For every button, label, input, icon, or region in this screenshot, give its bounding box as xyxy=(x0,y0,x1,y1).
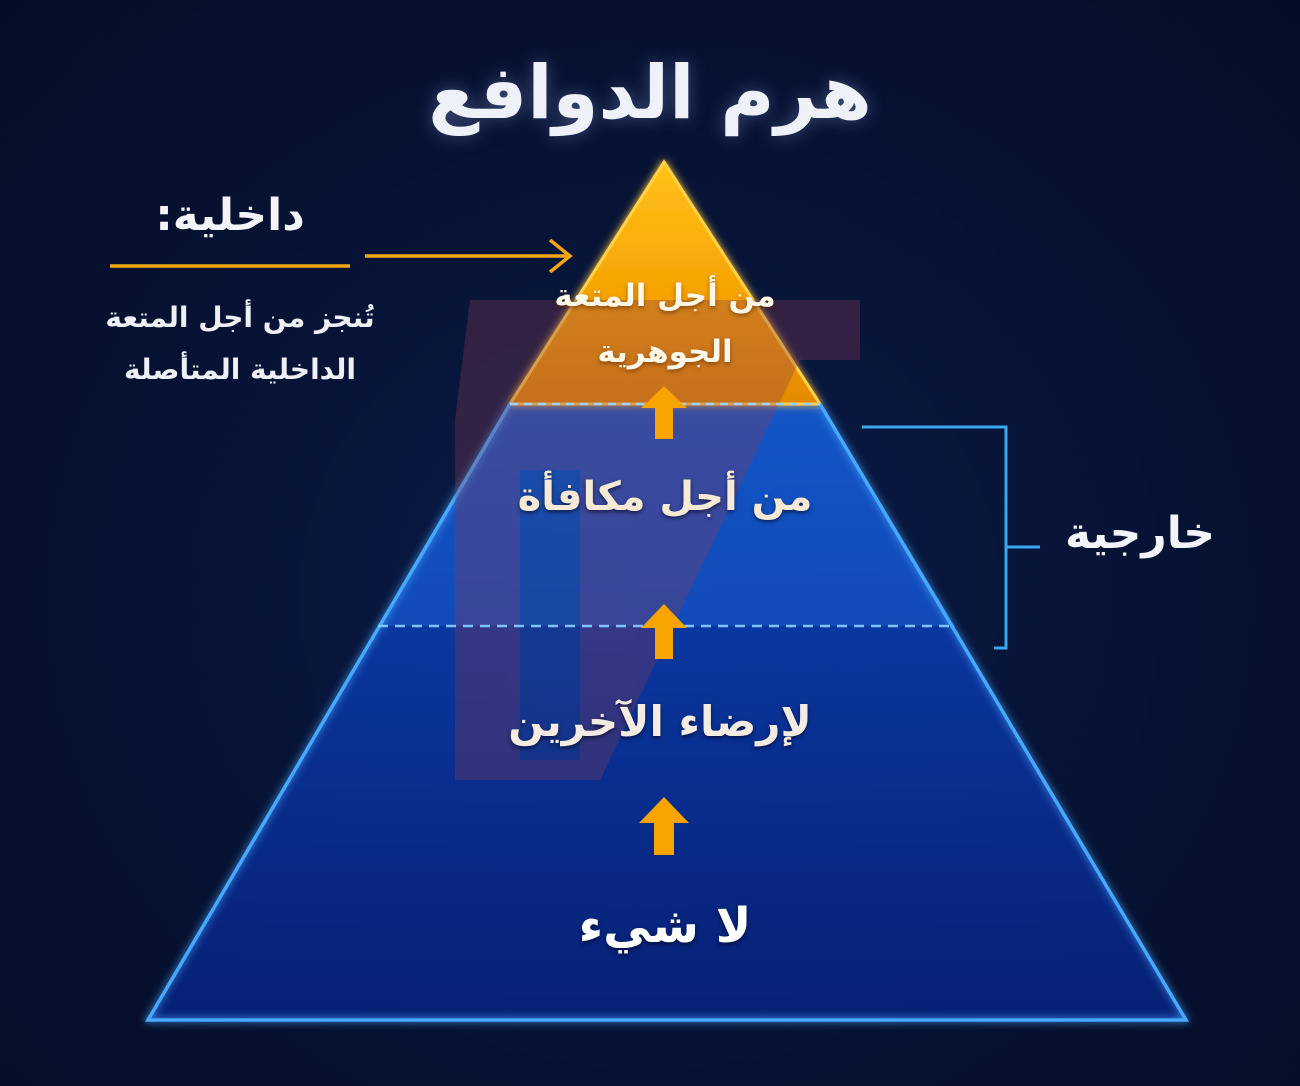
arrow-right-icon xyxy=(365,238,573,274)
pyramid-band-reward xyxy=(378,404,955,626)
page-title: هرم الدوافع xyxy=(428,50,872,136)
pyramid-edge-outline xyxy=(144,403,1190,1022)
pyramid-body xyxy=(148,404,1186,1020)
level-label-intrinsic: من أجل المتعة الجوهرية xyxy=(554,278,776,370)
extrinsic-label: خارجية xyxy=(1065,508,1215,559)
arrow-up-icon xyxy=(641,604,687,659)
arrow-up-icon xyxy=(639,797,689,855)
level-label-reward: من أجل مكافأة xyxy=(517,474,813,520)
intrinsic-description: تُنجز من أجل المتعة الداخلية المتأصلة xyxy=(105,301,375,386)
level-label-nothing: لا شيء xyxy=(578,898,752,954)
level-label-please-others: لإرضاء الآخرين xyxy=(508,697,812,746)
extrinsic-bracket xyxy=(862,425,1040,650)
arrow-up-icon xyxy=(641,386,687,439)
logo-watermark xyxy=(455,300,860,780)
intrinsic-title: داخلية: xyxy=(155,190,305,241)
